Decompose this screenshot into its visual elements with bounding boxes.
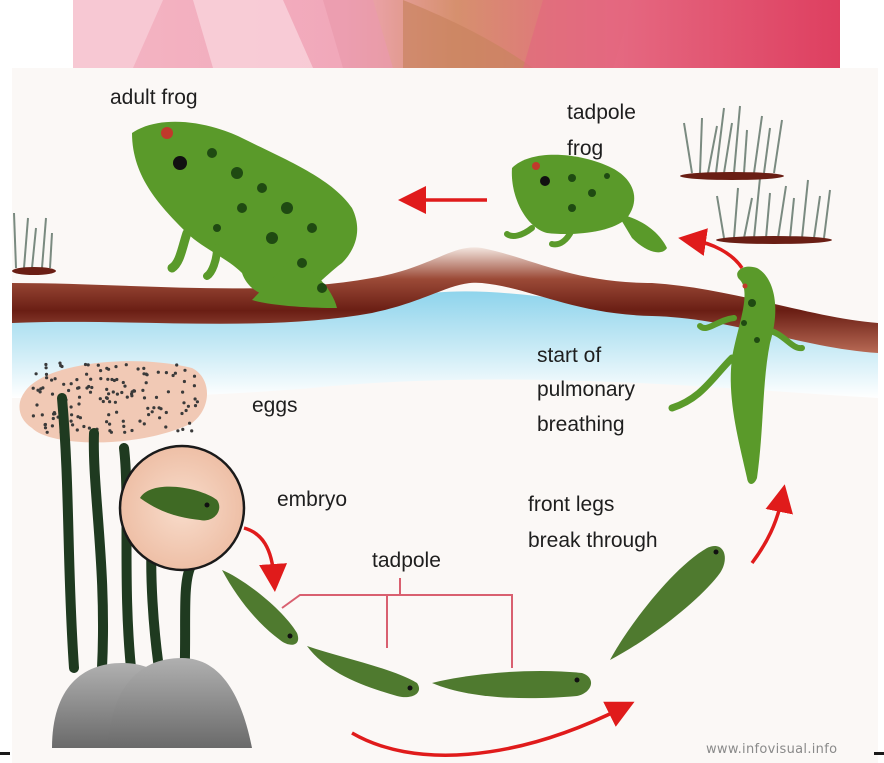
egg-mass [19,361,207,442]
embryo-magnifier [120,446,244,570]
label-start-line3: breathing [537,412,625,438]
label-eggs: eggs [252,393,298,419]
watermark: www.infovisual.info [706,742,837,757]
label-front-legs-line1: front legs [528,492,614,518]
label-tadpole-frog-line1: tadpole [567,100,636,126]
cropped-photo-strip [73,0,840,68]
label-start-line2: pulmonary [537,377,635,403]
label-tadpole: tadpole [372,548,441,574]
life-cycle-diagram [12,68,878,763]
label-tadpole-frog-line2: frog [567,136,603,162]
edge-mark [874,752,884,755]
edge-mark [0,752,10,755]
label-start-line1: start of [537,343,601,369]
label-embryo: embryo [277,487,347,513]
label-front-legs-line2: break through [528,528,658,554]
label-adult-frog: adult frog [110,85,198,111]
